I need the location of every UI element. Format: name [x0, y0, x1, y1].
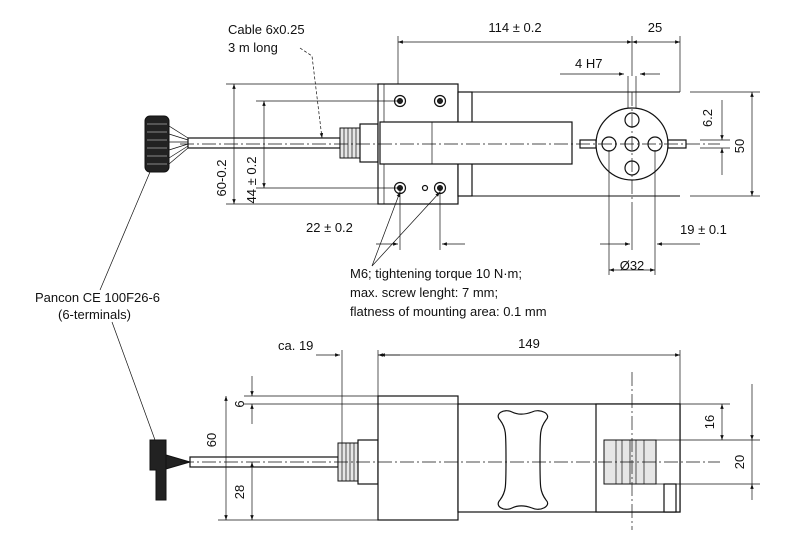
connector-label: Pancon CE 100F26-6 — [35, 290, 160, 305]
side-connector-plug — [149, 439, 192, 501]
dim-25: 25 — [648, 20, 662, 35]
dim-149: 149 — [518, 336, 540, 351]
dim-6-2: 6.2 — [700, 109, 715, 127]
dim-60: 60-0.2 — [214, 160, 229, 197]
note-line-1: M6; tightening torque 10 N·m; — [350, 266, 522, 281]
cable-label: Cable 6x0.25 — [228, 22, 305, 37]
side-beam — [457, 403, 681, 513]
top-cable-gland — [339, 123, 379, 163]
dim-20: 20 — [732, 455, 747, 469]
dim-16: 16 — [702, 415, 717, 429]
dim-19: 19 ± 0.1 — [680, 222, 727, 237]
dim-6: 6 — [232, 400, 247, 407]
dim-side-60: 60 — [204, 433, 219, 447]
side-view — [149, 372, 720, 530]
top-beam — [379, 121, 573, 165]
note-line-2: max. screw lenght: 7 mm; — [350, 285, 498, 300]
dim-4h7: 4 H7 — [575, 56, 602, 71]
note-line-3: flatness of mounting area: 0.1 mm — [350, 304, 547, 319]
cable-length-label: 3 m long — [228, 40, 278, 55]
top-connector-plug — [144, 115, 189, 173]
top-annotations: Cable 6x0.25 3 m long M6; tightening tor… — [35, 22, 547, 441]
side-dimensions: ca. 19 149 6 60 28 16 20 — [204, 336, 760, 521]
top-view — [144, 76, 720, 205]
dim-ca19: ca. 19 — [278, 338, 313, 353]
connector-terminals-label: (6-terminals) — [58, 307, 131, 322]
dim-114: 114 ± 0.2 — [488, 20, 541, 35]
dim-32: Ø32 — [620, 258, 645, 273]
top-dimensions: 114 ± 0.2 25 4 H7 6.2 50 60-0.2 44 ± 0.2 — [214, 20, 760, 275]
dim-22: 22 ± 0.2 — [306, 220, 353, 235]
dim-44: 44 ± 0.2 — [244, 157, 259, 204]
side-mounting-block — [377, 395, 459, 521]
dim-28: 28 — [232, 485, 247, 499]
dim-50: 50 — [732, 139, 747, 153]
